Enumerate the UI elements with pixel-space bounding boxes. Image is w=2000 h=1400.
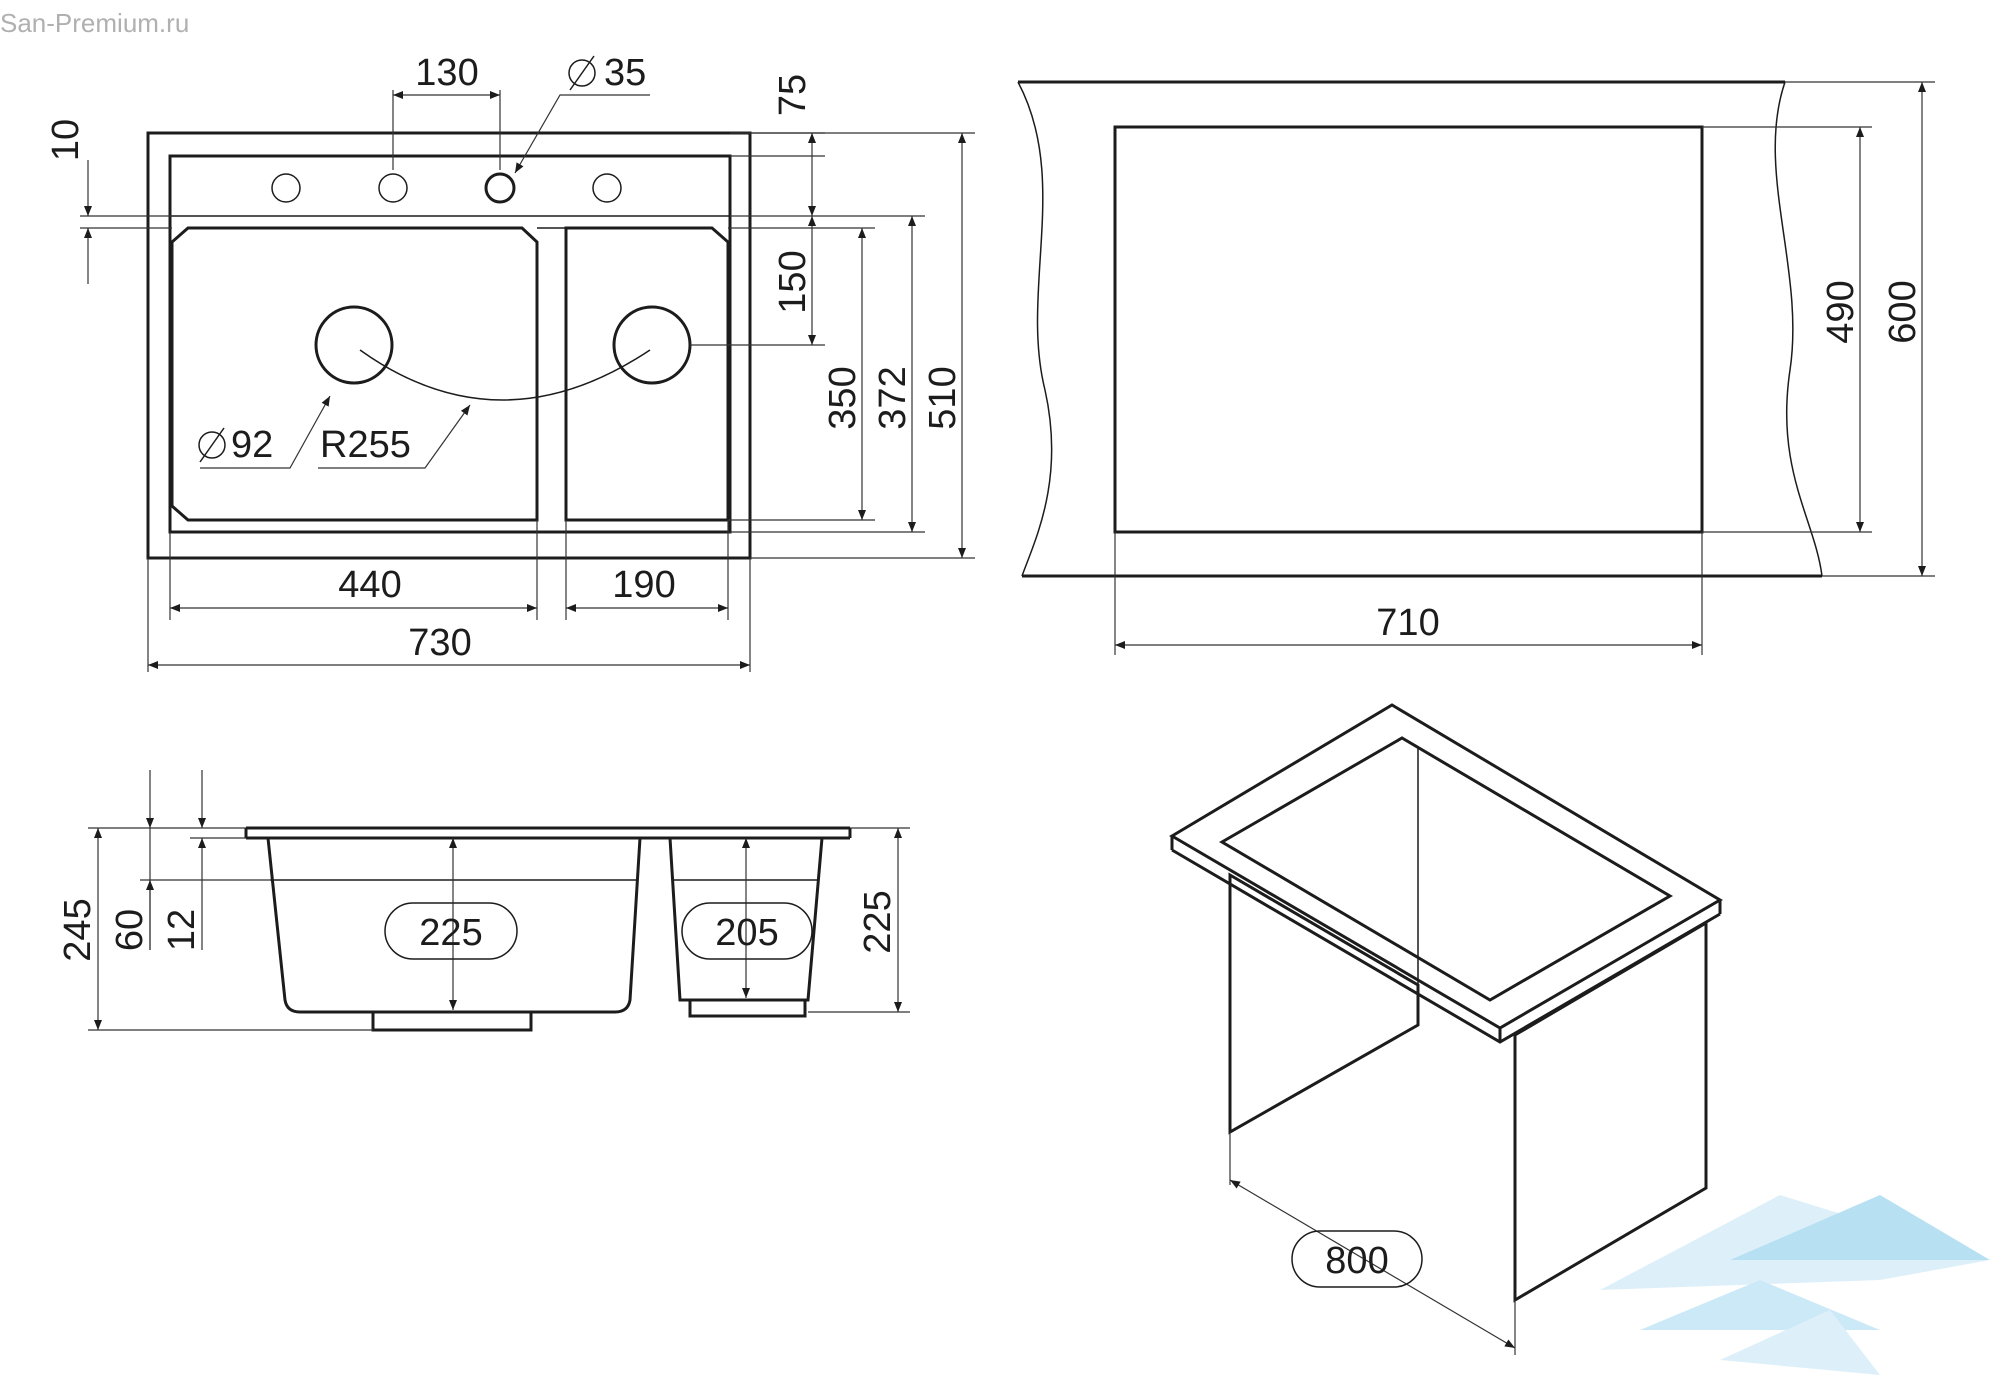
dim-badge	[384, 902, 518, 960]
dim-badge	[1291, 1230, 1423, 1288]
dim-60: 60	[109, 909, 151, 951]
diameter-icon	[568, 55, 596, 91]
tap-hole	[592, 173, 622, 203]
dim-badge	[681, 902, 813, 960]
dim-12: 12	[161, 909, 203, 951]
cutout-view: 710 490 600	[1017, 80, 1935, 655]
watermark: San-Premium.ru	[0, 8, 189, 38]
dim-190: 190	[612, 564, 675, 606]
dim-75: 75	[772, 74, 814, 116]
dim-440: 440	[338, 564, 401, 606]
dim-205: 205	[715, 912, 778, 954]
dim-710: 710	[1376, 602, 1439, 644]
dim-600: 600	[1882, 280, 1924, 343]
tap-hole	[271, 173, 301, 203]
logo-icon	[1600, 1195, 1990, 1375]
cabinet-right-panel	[1513, 920, 1708, 1303]
cabinet-cutout	[1219, 736, 1673, 1002]
break-line-right	[1774, 81, 1823, 577]
section-view: 225 205 225 245 60 12	[57, 770, 910, 1032]
small-basin	[564, 226, 730, 522]
dim-r255: R255	[320, 424, 411, 466]
dim-225-left: 225	[419, 912, 482, 954]
cabinet-view: 800	[1169, 703, 1723, 1355]
dim-372: 372	[872, 366, 914, 429]
small-bowl-drain	[688, 998, 807, 1018]
large-bowl-drain	[371, 1010, 533, 1032]
dim-490: 490	[1820, 280, 1862, 343]
break-line-left	[1017, 81, 1053, 577]
radius-arc	[359, 349, 651, 401]
large-basin	[170, 226, 539, 522]
top-view: 130 35 92 R255 10 75 150	[45, 52, 975, 672]
dim-150: 150	[772, 250, 814, 313]
sink-outline	[146, 131, 752, 560]
dim-130: 130	[415, 52, 478, 94]
drain-left	[314, 305, 394, 385]
dim-245: 245	[57, 898, 99, 961]
tap-hole-main	[484, 172, 516, 204]
dim-225-right: 225	[857, 890, 899, 953]
dim-350: 350	[822, 366, 864, 429]
dim-800: 800	[1325, 1240, 1388, 1282]
dim-10: 10	[45, 119, 87, 161]
cabinet-top-outer	[1169, 703, 1723, 1030]
cutout-opening	[1113, 125, 1704, 534]
sink-inner-outline	[168, 154, 732, 534]
dim-510: 510	[922, 366, 964, 429]
diameter-icon	[198, 427, 226, 463]
dim-35: 35	[604, 52, 646, 94]
tap-hole	[378, 173, 408, 203]
dim-730: 730	[408, 622, 471, 664]
drain-right	[612, 305, 692, 385]
cabinet-left-panel	[1228, 872, 1420, 1135]
cabinet-top-edge	[1171, 848, 1721, 1044]
dim-92: 92	[231, 424, 273, 466]
